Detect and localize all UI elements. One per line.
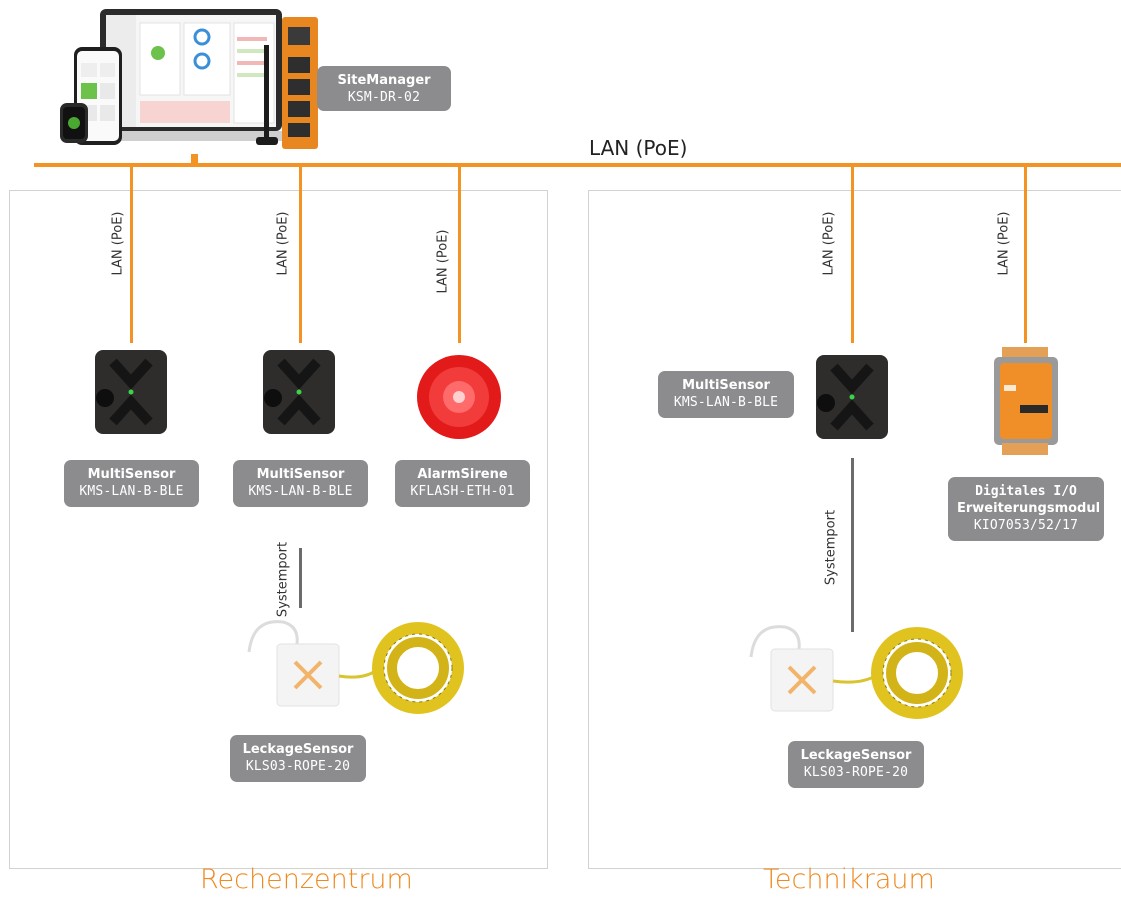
- sitemanager-tag: SiteManager KSM-DR-02: [317, 66, 451, 111]
- drop-label-3: LAN (PoE): [435, 229, 451, 294]
- multisensor-icon-1: [95, 350, 167, 434]
- systemport-label-right: Systemport: [823, 509, 839, 586]
- leak-tag-left: LeckageSensor KLS03-ROPE-20: [230, 735, 366, 782]
- room-technikraum: [588, 190, 1121, 869]
- sitemanager-drop: [191, 154, 198, 164]
- drop-line-4: [851, 167, 854, 343]
- io-module-name1: Digitales I/O: [975, 484, 1077, 499]
- io-module-name2: Erweiterungsmodul: [957, 501, 1101, 516]
- leak-name-left: LeckageSensor: [242, 742, 354, 757]
- systemport-line-right: [851, 458, 854, 632]
- io-module-tag: Digitales I/O Erweiterungsmodul KIO7053/…: [948, 477, 1104, 541]
- drop-line-5: [1024, 167, 1027, 343]
- device-name-4: MultiSensor: [682, 378, 770, 393]
- drop-line-2: [299, 167, 302, 343]
- smartwatch-icon: [60, 103, 88, 143]
- drop-line-1: [130, 167, 133, 343]
- device-tag-3: AlarmSirene KFLASH-ETH-01: [395, 460, 530, 507]
- drop-label-4: LAN (PoE): [821, 211, 837, 276]
- multisensor-icon-3: [816, 355, 888, 439]
- device-model-2: KMS-LAN-B-BLE: [248, 484, 353, 499]
- lan-backbone-line: [34, 163, 1121, 167]
- systemport-line-left: [299, 548, 302, 608]
- leak-sensor-icon-right: [749, 625, 963, 719]
- drop-label-1: LAN (PoE): [110, 211, 126, 276]
- sitemanager-device-icon: [282, 17, 318, 149]
- device-model-1: KMS-LAN-B-BLE: [79, 484, 184, 499]
- sitemanager-model: KSM-DR-02: [347, 90, 421, 105]
- drop-label-5: LAN (PoE): [996, 211, 1012, 276]
- systemport-label-left: Systemport: [275, 541, 291, 618]
- leak-name-right: LeckageSensor: [800, 748, 912, 763]
- multisensor-icon-2: [263, 350, 335, 434]
- laptop-icon: [82, 9, 302, 141]
- room-title-technikraum: Technikraum: [763, 864, 935, 895]
- drop-label-2: LAN (PoE): [275, 211, 291, 276]
- room-rechenzentrum: [9, 190, 548, 869]
- alarm-siren-icon: [417, 355, 501, 439]
- lan-backbone-label: LAN (PoE): [589, 136, 688, 160]
- leak-sensor-icon-left: [247, 620, 464, 714]
- sitemanager-name: SiteManager: [337, 73, 431, 88]
- leak-model-left: KLS03-ROPE-20: [245, 759, 351, 774]
- device-name-3: AlarmSirene: [417, 467, 508, 482]
- device-name-2: MultiSensor: [256, 467, 345, 482]
- leak-tag-right: LeckageSensor KLS03-ROPE-20: [788, 741, 924, 788]
- device-model-3: KFLASH-ETH-01: [410, 484, 515, 499]
- device-tag-4: MultiSensor KMS-LAN-B-BLE: [658, 371, 794, 418]
- io-module-icon: [994, 347, 1058, 455]
- drop-line-3: [458, 167, 461, 343]
- device-name-1: MultiSensor: [87, 467, 176, 482]
- leak-model-right: KLS03-ROPE-20: [803, 765, 909, 780]
- sitemanager-illustration: [60, 9, 318, 149]
- io-module-model: KIO7053/52/17: [973, 518, 1079, 533]
- device-model-4: KMS-LAN-B-BLE: [673, 395, 779, 410]
- room-title-rechenzentrum: Rechenzentrum: [200, 864, 413, 895]
- device-tag-2: MultiSensor KMS-LAN-B-BLE: [233, 460, 368, 507]
- device-tag-1: MultiSensor KMS-LAN-B-BLE: [64, 460, 199, 507]
